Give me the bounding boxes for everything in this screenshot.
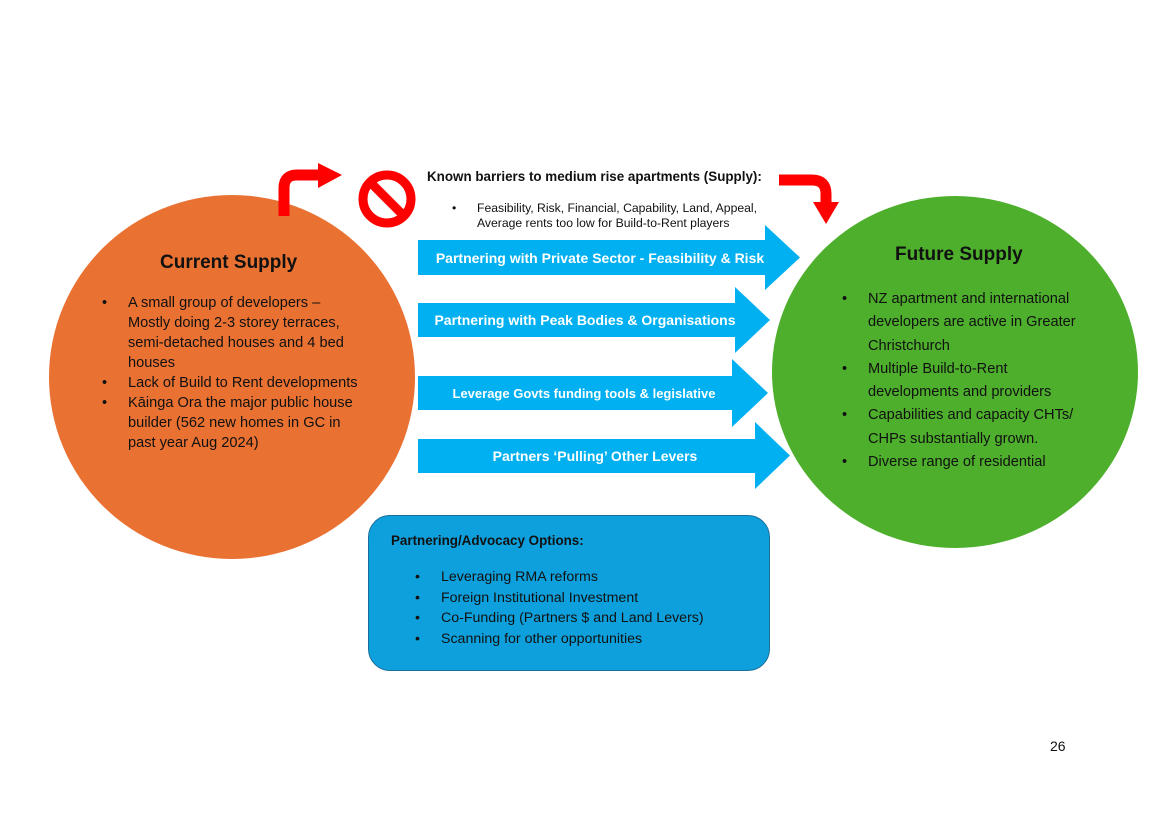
no-entry-icon [358,170,416,228]
advocacy-options-box: Partnering/Advocacy Options: Leveraging … [368,515,770,671]
list-item: Foreign Institutional Investment [415,588,704,609]
arrow-label: Partnering with Private Sector - Feasibi… [435,249,765,266]
list-item: Feasibility, Risk, Financial, Capability… [452,201,770,231]
list-item: Kāinga Ora the major public house builde… [102,393,364,451]
list-item: Multiple Build-to-Rent developments and … [842,358,1094,405]
list-item: Capabilities and capacity CHTs/ CHPs sub… [842,404,1094,451]
options-list: Leveraging RMA reforms Foreign Instituti… [415,567,704,649]
arrow-label: Partners ‘Pulling’ Other Levers [492,447,698,464]
list-item: Co-Funding (Partners $ and Land Levers) [415,608,704,629]
current-supply-list: A small group of developers – Mostly doi… [102,293,364,451]
arrow-private-sector: Partnering with Private Sector - Feasibi… [418,225,800,290]
current-supply-title: Current Supply [160,252,298,273]
list-item: Leveraging RMA reforms [415,567,704,588]
arrow-govt-funding: Leverage Govts funding tools & legislati… [418,359,768,427]
list-item: Lack of Build to Rent developments [102,373,364,393]
future-supply-list: NZ apartment and international developer… [842,288,1094,475]
arrow-label: Leverage Govts funding tools & legislati… [452,385,716,401]
barriers-list: Feasibility, Risk, Financial, Capability… [452,201,770,232]
arrow-label: Partnering with Peak Bodies & Organisati… [434,312,736,328]
future-supply-title: Future Supply [895,244,1023,265]
bent-arrow-up-right-icon [278,163,342,216]
list-item: Diverse range of residential [842,451,1094,475]
arrow-other-levers: Partners ‘Pulling’ Other Levers [418,422,790,489]
page-number: 26 [1050,738,1066,754]
list-item: Scanning for other opportunities [415,629,704,650]
bent-arrow-down-icon [779,174,839,224]
arrow-peak-bodies: Partnering with Peak Bodies & Organisati… [418,287,770,353]
list-item: NZ apartment and international developer… [842,288,1094,358]
list-item: A small group of developers – Mostly doi… [102,293,364,373]
barriers-title: Known barriers to medium rise apartments… [427,169,762,184]
options-title: Partnering/Advocacy Options: [391,533,584,548]
